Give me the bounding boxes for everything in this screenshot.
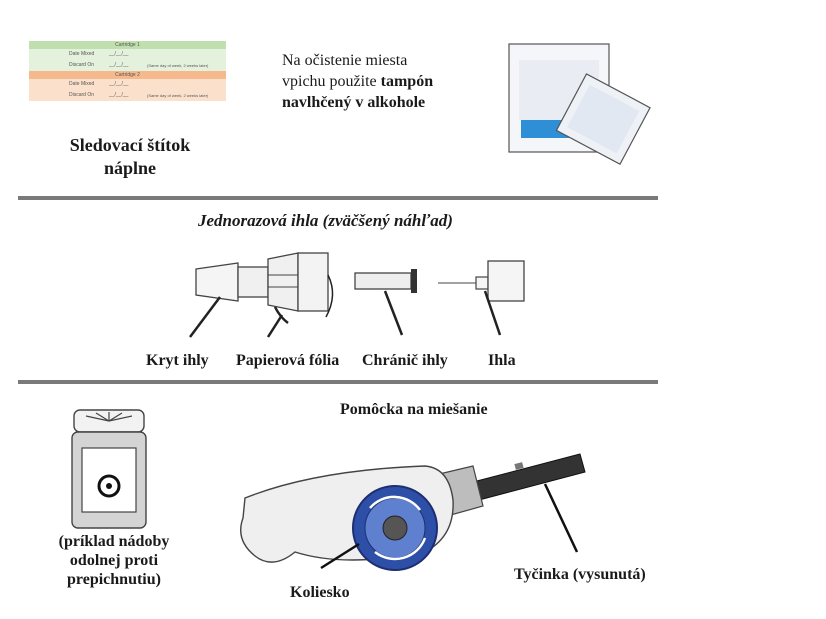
paper-foil-label: Papierová fólia	[236, 352, 340, 369]
discard-on-label: Discard On	[69, 62, 95, 68]
needle-shield-icon	[354, 269, 417, 336]
needle-cover-icon	[189, 262, 239, 338]
discard-note: (Same day of week, 2 weeks later)	[147, 93, 209, 98]
discard-note: (Same day of week, 2 weeks later)	[147, 63, 209, 68]
rod-label: Tyčinka (vysunutá)	[514, 566, 646, 583]
date-blank: __/__/__	[109, 62, 129, 68]
caption-line: (príklad nádoby	[58, 533, 170, 550]
needle-section-title: Jednorazová ihla (zväčšený náhľad)	[198, 211, 453, 230]
caption-line: prepichnutiu)	[67, 571, 161, 588]
wheel-icon	[320, 485, 438, 571]
swab-text-line: navlhčený v alkohole	[282, 94, 426, 111]
swab-text-line: Na očistenie miesta	[282, 52, 408, 69]
discard-on-row-1: Discard On __/__/__ (Same day of week, 2…	[29, 60, 226, 71]
needle-icon	[438, 260, 525, 336]
section-divider	[18, 196, 658, 200]
date-mixed-row-1: Date Mixed __/__/__	[29, 49, 226, 60]
date-blank: __/__/__	[109, 81, 129, 87]
cartridge-tracking-label: Cartridge 1 Date Mixed __/__/__ Discard …	[29, 41, 226, 117]
caption-line: náplne	[103, 158, 157, 178]
date-blank: __/__/__	[109, 51, 129, 57]
rod-icon	[472, 453, 586, 553]
date-mixed-row-2: Date Mixed __/__/__	[29, 79, 226, 90]
tracking-label-caption: Sledovací štítok náplne	[40, 134, 220, 180]
date-mixed-label: Date Mixed	[69, 51, 95, 57]
cartridge1-header: Cartridge 1	[29, 41, 226, 49]
needle-cover-label: Kryt ihly	[146, 352, 209, 369]
paper-foil-icon	[237, 252, 334, 338]
alcohol-swab-icon	[508, 43, 651, 166]
caption-line: odolnej proti	[69, 552, 159, 569]
date-blank: __/__/__	[109, 92, 129, 98]
discard-on-label: Discard On	[69, 92, 95, 98]
container-caption: (príklad nádoby odolnej proti prepichnut…	[40, 532, 188, 589]
mixer-section-title: Pomôcka na miešanie	[340, 401, 488, 418]
mixing-device-illustration	[240, 453, 586, 571]
needle-shield-label: Chránič ihly	[362, 352, 448, 369]
sharps-container-icon	[71, 409, 147, 529]
cartridge2-header: Cartridge 2	[29, 71, 226, 79]
swab-text-line: vpichu použite tampón	[282, 73, 434, 90]
needle-components-illustration	[189, 252, 525, 338]
date-mixed-label: Date Mixed	[69, 81, 95, 87]
section-divider	[18, 380, 658, 384]
discard-on-row-2: Discard On __/__/__ (Same day of week, 2…	[29, 90, 226, 101]
caption-line: Sledovací štítok	[69, 135, 191, 155]
wheel-label: Koliesko	[290, 584, 350, 601]
needle-label: Ihla	[488, 352, 516, 369]
alcohol-swab-instruction: Na očistenie miesta vpichu použite tampó…	[282, 50, 433, 113]
